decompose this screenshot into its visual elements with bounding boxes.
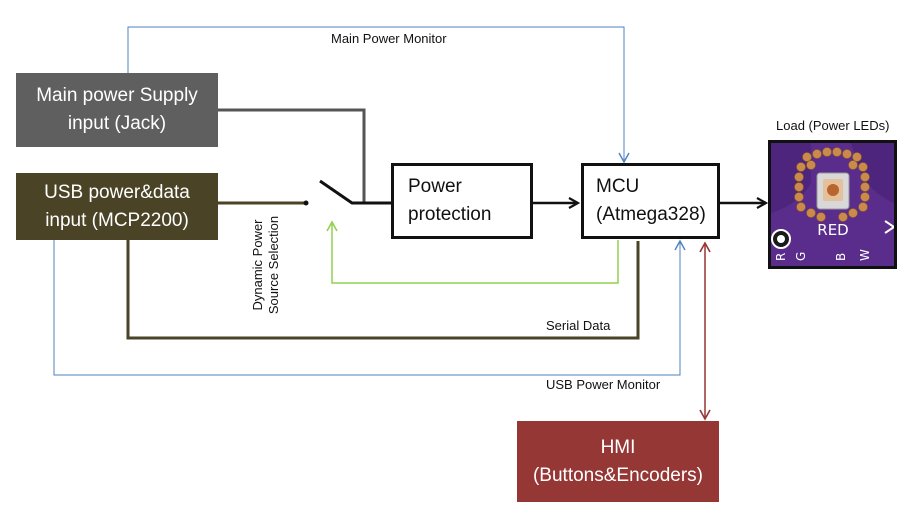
serial-data-line xyxy=(126,240,640,340)
board-text: RED xyxy=(817,221,848,239)
power-protection-block: Power protection xyxy=(391,163,533,239)
pin-label-w: W xyxy=(858,249,872,261)
main-power-supply-block: Main power Supply input (Jack) xyxy=(16,73,218,147)
usb-power-data-block: USB power&data input (MCP2200) xyxy=(16,173,218,240)
dynamic-selection-line1: Dynamic Power xyxy=(250,219,265,311)
usb-power-monitor-line xyxy=(53,239,686,376)
rgb-led-board-photo-icon: RED R G B W xyxy=(768,140,897,269)
hmi-line2: (Buttons&Encoders) xyxy=(532,464,704,486)
hmi-line1: HMI xyxy=(600,436,636,458)
usb-power-monitor-label: USB Power Monitor xyxy=(546,377,661,392)
usb-supply-line2: input (MCP2200) xyxy=(45,209,189,231)
mcu-line2: (Atmega328) xyxy=(596,204,706,225)
load-label: Load (Power LEDs) xyxy=(776,118,890,133)
main-supply-line1: Main power Supply xyxy=(36,85,198,106)
main-supply-line2: input (Jack) xyxy=(67,113,167,134)
serial-data-label: Serial Data xyxy=(546,318,611,333)
main-supply-wire xyxy=(218,108,366,203)
main-power-monitor-line xyxy=(127,26,630,164)
mcu-line1: MCU xyxy=(596,176,640,197)
source-selection-feedback-line xyxy=(326,220,619,284)
pin-label-b: B xyxy=(834,253,848,261)
hmi-block: HMI (Buttons&Encoders) xyxy=(517,421,719,502)
usb-supply-line1: USB power&data xyxy=(44,181,190,203)
dynamic-selection-line2: Source Selection xyxy=(266,215,281,315)
pin-label-g: G xyxy=(794,252,808,261)
power-switch xyxy=(319,179,391,205)
main-power-monitor-label: Main Power Monitor xyxy=(331,31,447,46)
power-protection-line2: protection xyxy=(408,204,492,225)
dynamic-source-selection-label: Dynamic Power Source Selection xyxy=(250,216,282,314)
switch-contact xyxy=(303,200,309,206)
power-protection-line1: Power xyxy=(408,176,462,197)
pin-label-r: R xyxy=(774,253,788,261)
mcu-block: MCU (Atmega328) xyxy=(581,163,720,239)
